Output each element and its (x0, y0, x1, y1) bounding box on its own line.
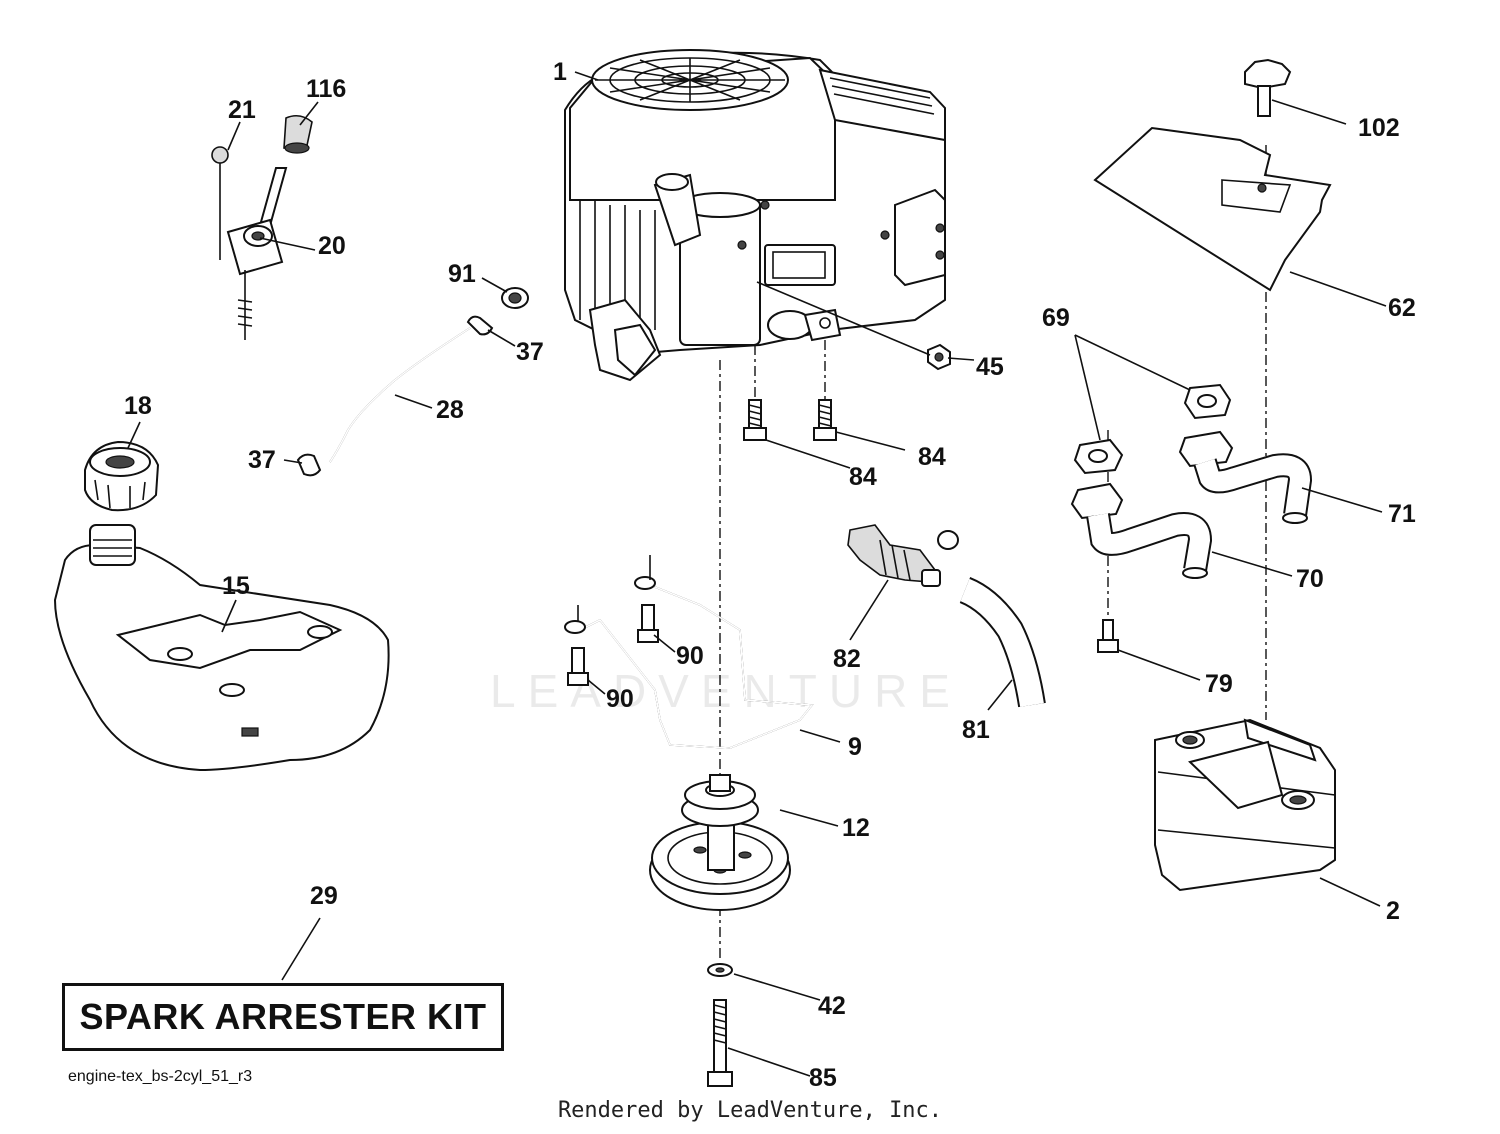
exhaust-pipe-71[interactable] (1178, 430, 1313, 524)
spark-arrester-kit-label: SPARK ARRESTER KIT (62, 983, 504, 1051)
callout-82: 82 (833, 645, 861, 673)
callout-91: 91 (448, 260, 476, 288)
callout-81: 81 (962, 716, 990, 744)
callout-9: 9 (848, 733, 862, 761)
callout-12: 12 (842, 814, 870, 842)
callout-116: 116 (306, 75, 346, 103)
callout-79: 79 (1205, 670, 1233, 698)
exhaust-pipe-70[interactable] (1070, 482, 1213, 579)
callout-1: 1 (553, 58, 567, 86)
fuel-tank-part[interactable] (53, 524, 390, 772)
exhaust-gaskets[interactable] (1073, 383, 1232, 475)
callout-37-lower: 37 (248, 446, 276, 474)
washer-part[interactable] (707, 963, 733, 977)
wire-harness-part[interactable] (564, 555, 814, 749)
callout-29: 29 (310, 882, 338, 910)
nut-part[interactable] (927, 343, 951, 371)
callout-85: 85 (809, 1064, 837, 1092)
callout-2: 2 (1386, 897, 1400, 925)
muffler-part[interactable] (1154, 718, 1336, 892)
callout-84-left: 84 (849, 463, 877, 491)
engine-part[interactable] (564, 49, 946, 382)
callout-62: 62 (1388, 294, 1416, 322)
throttle-lever-assembly[interactable] (211, 114, 313, 340)
callout-15: 15 (222, 572, 250, 600)
pulley-part[interactable] (649, 774, 791, 911)
drawing-id: engine-tex_bs-2cyl_51_r3 (68, 1068, 253, 1085)
callout-37-upper: 37 (516, 338, 544, 366)
callout-28: 28 (436, 396, 464, 424)
callout-71: 71 (1388, 500, 1416, 528)
callout-70: 70 (1296, 565, 1324, 593)
callout-102: 102 (1358, 114, 1400, 142)
muffler-bolt-part[interactable] (1097, 619, 1119, 653)
leader-lines (127, 71, 1387, 1077)
fuel-pump-part[interactable] (847, 524, 959, 587)
heat-shield-part[interactable] (1093, 58, 1332, 292)
fuel-line-assembly[interactable] (296, 287, 529, 477)
callout-21: 21 (228, 96, 256, 124)
callout-90-upper: 90 (676, 642, 704, 670)
callout-69: 69 (1042, 304, 1070, 332)
callout-20: 20 (318, 232, 346, 260)
fuel-hose-part[interactable] (959, 577, 1046, 708)
rendered-by-footer: Rendered by LeadVenture, Inc. (557, 1098, 943, 1123)
callout-84-right: 84 (918, 443, 946, 471)
callout-90-lower: 90 (606, 685, 634, 713)
fuel-cap-part[interactable] (84, 440, 160, 512)
callout-42: 42 (818, 992, 846, 1020)
callout-labels: 1 21 116 20 91 37 28 37 18 15 45 84 84 9… (124, 58, 1416, 1092)
engine-mount-bolts[interactable] (743, 399, 837, 441)
callout-18: 18 (124, 392, 152, 420)
pulley-bolt-part[interactable] (707, 999, 733, 1087)
callout-45: 45 (976, 353, 1004, 381)
